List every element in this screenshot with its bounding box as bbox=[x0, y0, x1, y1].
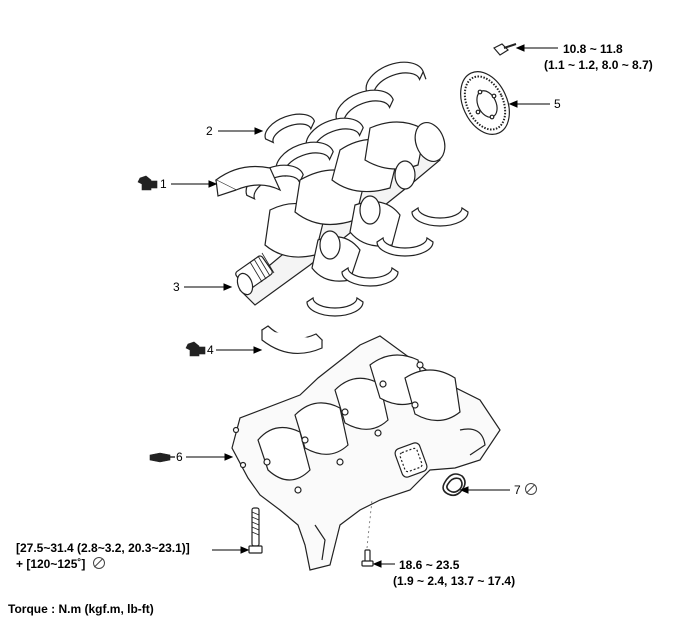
callout-1: 1 bbox=[160, 177, 167, 191]
o-ring-seal bbox=[442, 473, 466, 497]
lower-bearing-shell-4 bbox=[261, 325, 324, 354]
main-bolt-angle: + [120~125˚] bbox=[16, 557, 106, 572]
crankshaft bbox=[235, 121, 446, 306]
main-bearing-bolt bbox=[248, 507, 263, 554]
callout-4: 4 bbox=[207, 343, 214, 357]
alignment-lines bbox=[366, 499, 373, 549]
reluctor-ring bbox=[460, 71, 510, 135]
ladder-bolt-torque: 18.6 ~ 23.5 bbox=[399, 558, 460, 572]
callout-2: 2 bbox=[206, 124, 213, 138]
ring-bolt-torque: 10.8 ~ 11.8 bbox=[563, 42, 623, 56]
grease-can-icon bbox=[137, 175, 158, 191]
do-not-reuse-icon bbox=[93, 557, 106, 569]
torque-units-note: Torque : N.m (kgf.m, lb-ft) bbox=[8, 602, 154, 616]
ring-bolt-torque-alt: (1.1 ~ 1.2, 8.0 ~ 8.7) bbox=[544, 58, 653, 72]
callout-7-number: 7 bbox=[514, 483, 521, 497]
callout-5: 5 bbox=[554, 97, 561, 111]
leader-lines bbox=[171, 44, 558, 568]
main-bolt-angle-text: + [120~125˚] bbox=[16, 557, 86, 571]
do-not-reuse-icon bbox=[524, 483, 537, 495]
callout-3: 3 bbox=[173, 280, 180, 294]
sealant-tube-icon bbox=[149, 452, 175, 463]
ring-bolt bbox=[493, 43, 517, 56]
lower-bearing-shells bbox=[306, 206, 469, 317]
grease-can-icon bbox=[185, 341, 206, 357]
callout-7: 7 bbox=[514, 483, 537, 497]
ladder-frame-bolt bbox=[361, 549, 374, 567]
upper-bearing-shell-1 bbox=[214, 165, 282, 197]
ladder-frame bbox=[231, 335, 501, 571]
ladder-bolt-torque-alt: (1.9 ~ 2.4, 13.7 ~ 17.4) bbox=[393, 574, 516, 588]
main-bolt-torque: [27.5~31.4 (2.8~3.2, 20.3~23.1)] bbox=[16, 541, 190, 555]
callout-6: 6 bbox=[176, 450, 183, 464]
